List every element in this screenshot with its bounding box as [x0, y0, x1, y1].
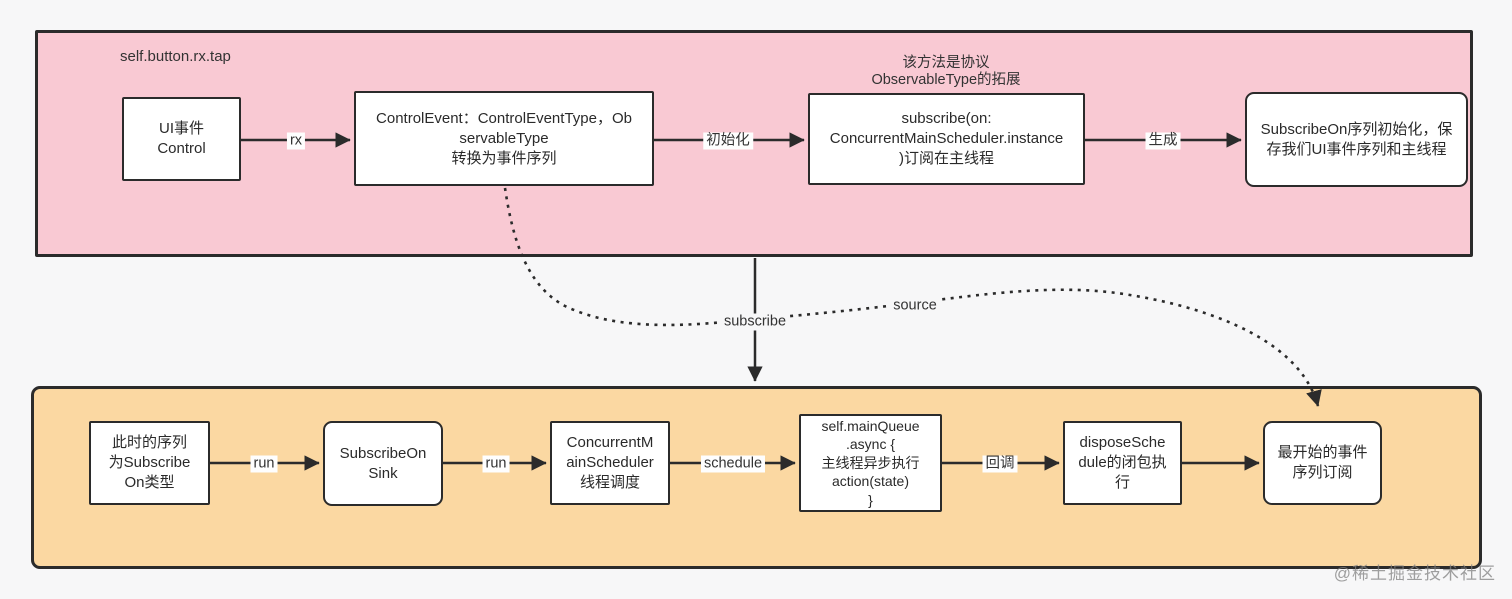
node-concurrent-main-scheduler: ConcurrentM ainScheduler 线程调度	[550, 421, 670, 505]
edge-label-generate: 生成	[1145, 132, 1181, 150]
top-caption: self.button.rx.tap	[120, 48, 231, 65]
observable-type-note: 该方法是协议 ObservableType的拓展	[871, 55, 1021, 88]
edge-label-callback: 回调	[982, 455, 1018, 473]
node-current-sequence-type: 此时的序列 为Subscribe On类型	[89, 421, 210, 505]
node-control-event: ControlEvent：ControlEventType，Ob servabl…	[354, 91, 654, 186]
edge-label-rx: rx	[286, 132, 306, 150]
edge-label-schedule: schedule	[700, 455, 766, 473]
dotted-subscribe-source-curve	[503, 187, 1322, 407]
node-ui-event-control: UI事件 Control	[122, 97, 241, 181]
node-subscribe-on-sink: SubscribeOn Sink	[323, 421, 443, 506]
bottom-section-band	[31, 386, 1482, 569]
node-main-queue-async: self.mainQueue .async { 主线程异步执行 action(s…	[799, 414, 942, 512]
edge-label-subscribe: subscribe	[720, 313, 790, 331]
watermark: @稀土掘金技术社区	[1333, 564, 1496, 583]
node-subscribe-on-main-scheduler: subscribe(on: ConcurrentMainScheduler.in…	[808, 93, 1085, 185]
edge-label-init: 初始化	[703, 132, 753, 150]
edge-label-run-1: run	[250, 455, 278, 473]
node-subscribe-on-sequence-init: SubscribeOn序列初始化，保 存我们UI事件序列和主线程	[1245, 92, 1468, 187]
node-dispose-schedule-closure: disposeSche dule的闭包执 行	[1063, 421, 1182, 505]
edge-label-run-2: run	[482, 455, 510, 473]
node-original-sequence-subscription: 最开始的事件 序列订阅	[1263, 421, 1382, 505]
edge-label-source: source	[890, 297, 940, 315]
